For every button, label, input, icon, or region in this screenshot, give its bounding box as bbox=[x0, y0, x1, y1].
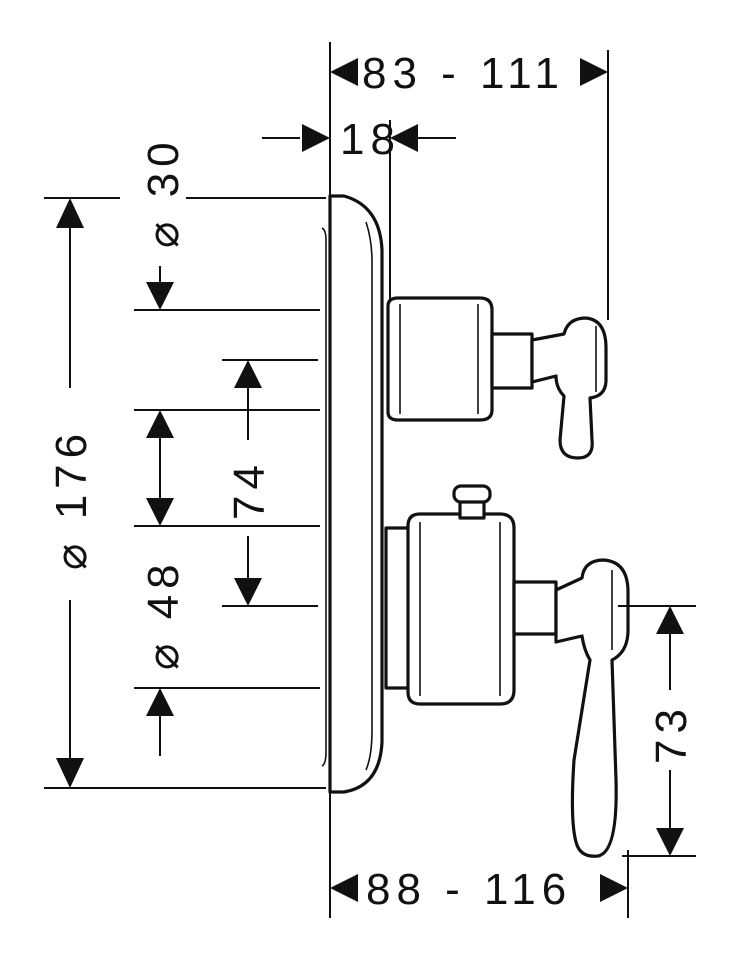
bottom-lever-handle bbox=[554, 558, 630, 858]
top-knob-collar bbox=[386, 296, 494, 422]
lever-arrow-top bbox=[656, 606, 684, 634]
faucet-outline bbox=[321, 194, 630, 858]
lever-height-label: 73 bbox=[647, 703, 696, 764]
dia176-arrow-bottom bbox=[56, 758, 84, 788]
bottom-knob-collar bbox=[406, 512, 516, 706]
diverter-button-cap bbox=[452, 484, 492, 504]
bottom-depth-range-label: 88 - 116 bbox=[366, 865, 572, 914]
top-depth-range-label: 83 - 111 bbox=[362, 49, 565, 98]
plate-depth-label: 18 bbox=[340, 115, 401, 164]
bottom-range-arrow-left bbox=[330, 874, 358, 902]
plate-inner-edge bbox=[321, 227, 327, 767]
dia48-arrow-bottom bbox=[146, 688, 174, 716]
plate-depth-arrow-right bbox=[390, 124, 418, 152]
dia30-arrow-top bbox=[146, 282, 174, 310]
spacing-arrow-top bbox=[234, 360, 262, 388]
bottom-range-arrow-right bbox=[600, 874, 628, 902]
plate-bevel bbox=[365, 221, 373, 771]
bottom-knob-stem bbox=[512, 580, 558, 636]
lever-arrow-bottom bbox=[656, 828, 684, 856]
plate-diameter-label: ⌀ 176 bbox=[47, 428, 96, 570]
dia48-arrow-top bbox=[146, 498, 174, 526]
dimension-labels: 83 - 111 18 ⌀ 176 ⌀ 30 ⌀ 48 74 88 - 116 … bbox=[47, 49, 696, 914]
top-handle bbox=[530, 316, 608, 460]
escutcheon-plate bbox=[328, 194, 384, 794]
spacing-arrow-bottom bbox=[234, 578, 262, 606]
top-range-arrow-right bbox=[580, 58, 608, 86]
dimension-lines bbox=[44, 42, 696, 918]
dia176-arrow-top bbox=[56, 198, 84, 228]
plate-depth-arrow-left bbox=[302, 124, 330, 152]
bottom-knob-diameter-label: ⌀ 48 bbox=[139, 558, 188, 670]
top-range-arrow-left bbox=[330, 58, 358, 86]
top-knob-diameter-label: ⌀ 30 bbox=[139, 136, 188, 248]
knob-spacing-label: 74 bbox=[225, 459, 274, 520]
dia30-arrow-bottom bbox=[146, 410, 174, 438]
top-knob-stem bbox=[490, 332, 534, 390]
